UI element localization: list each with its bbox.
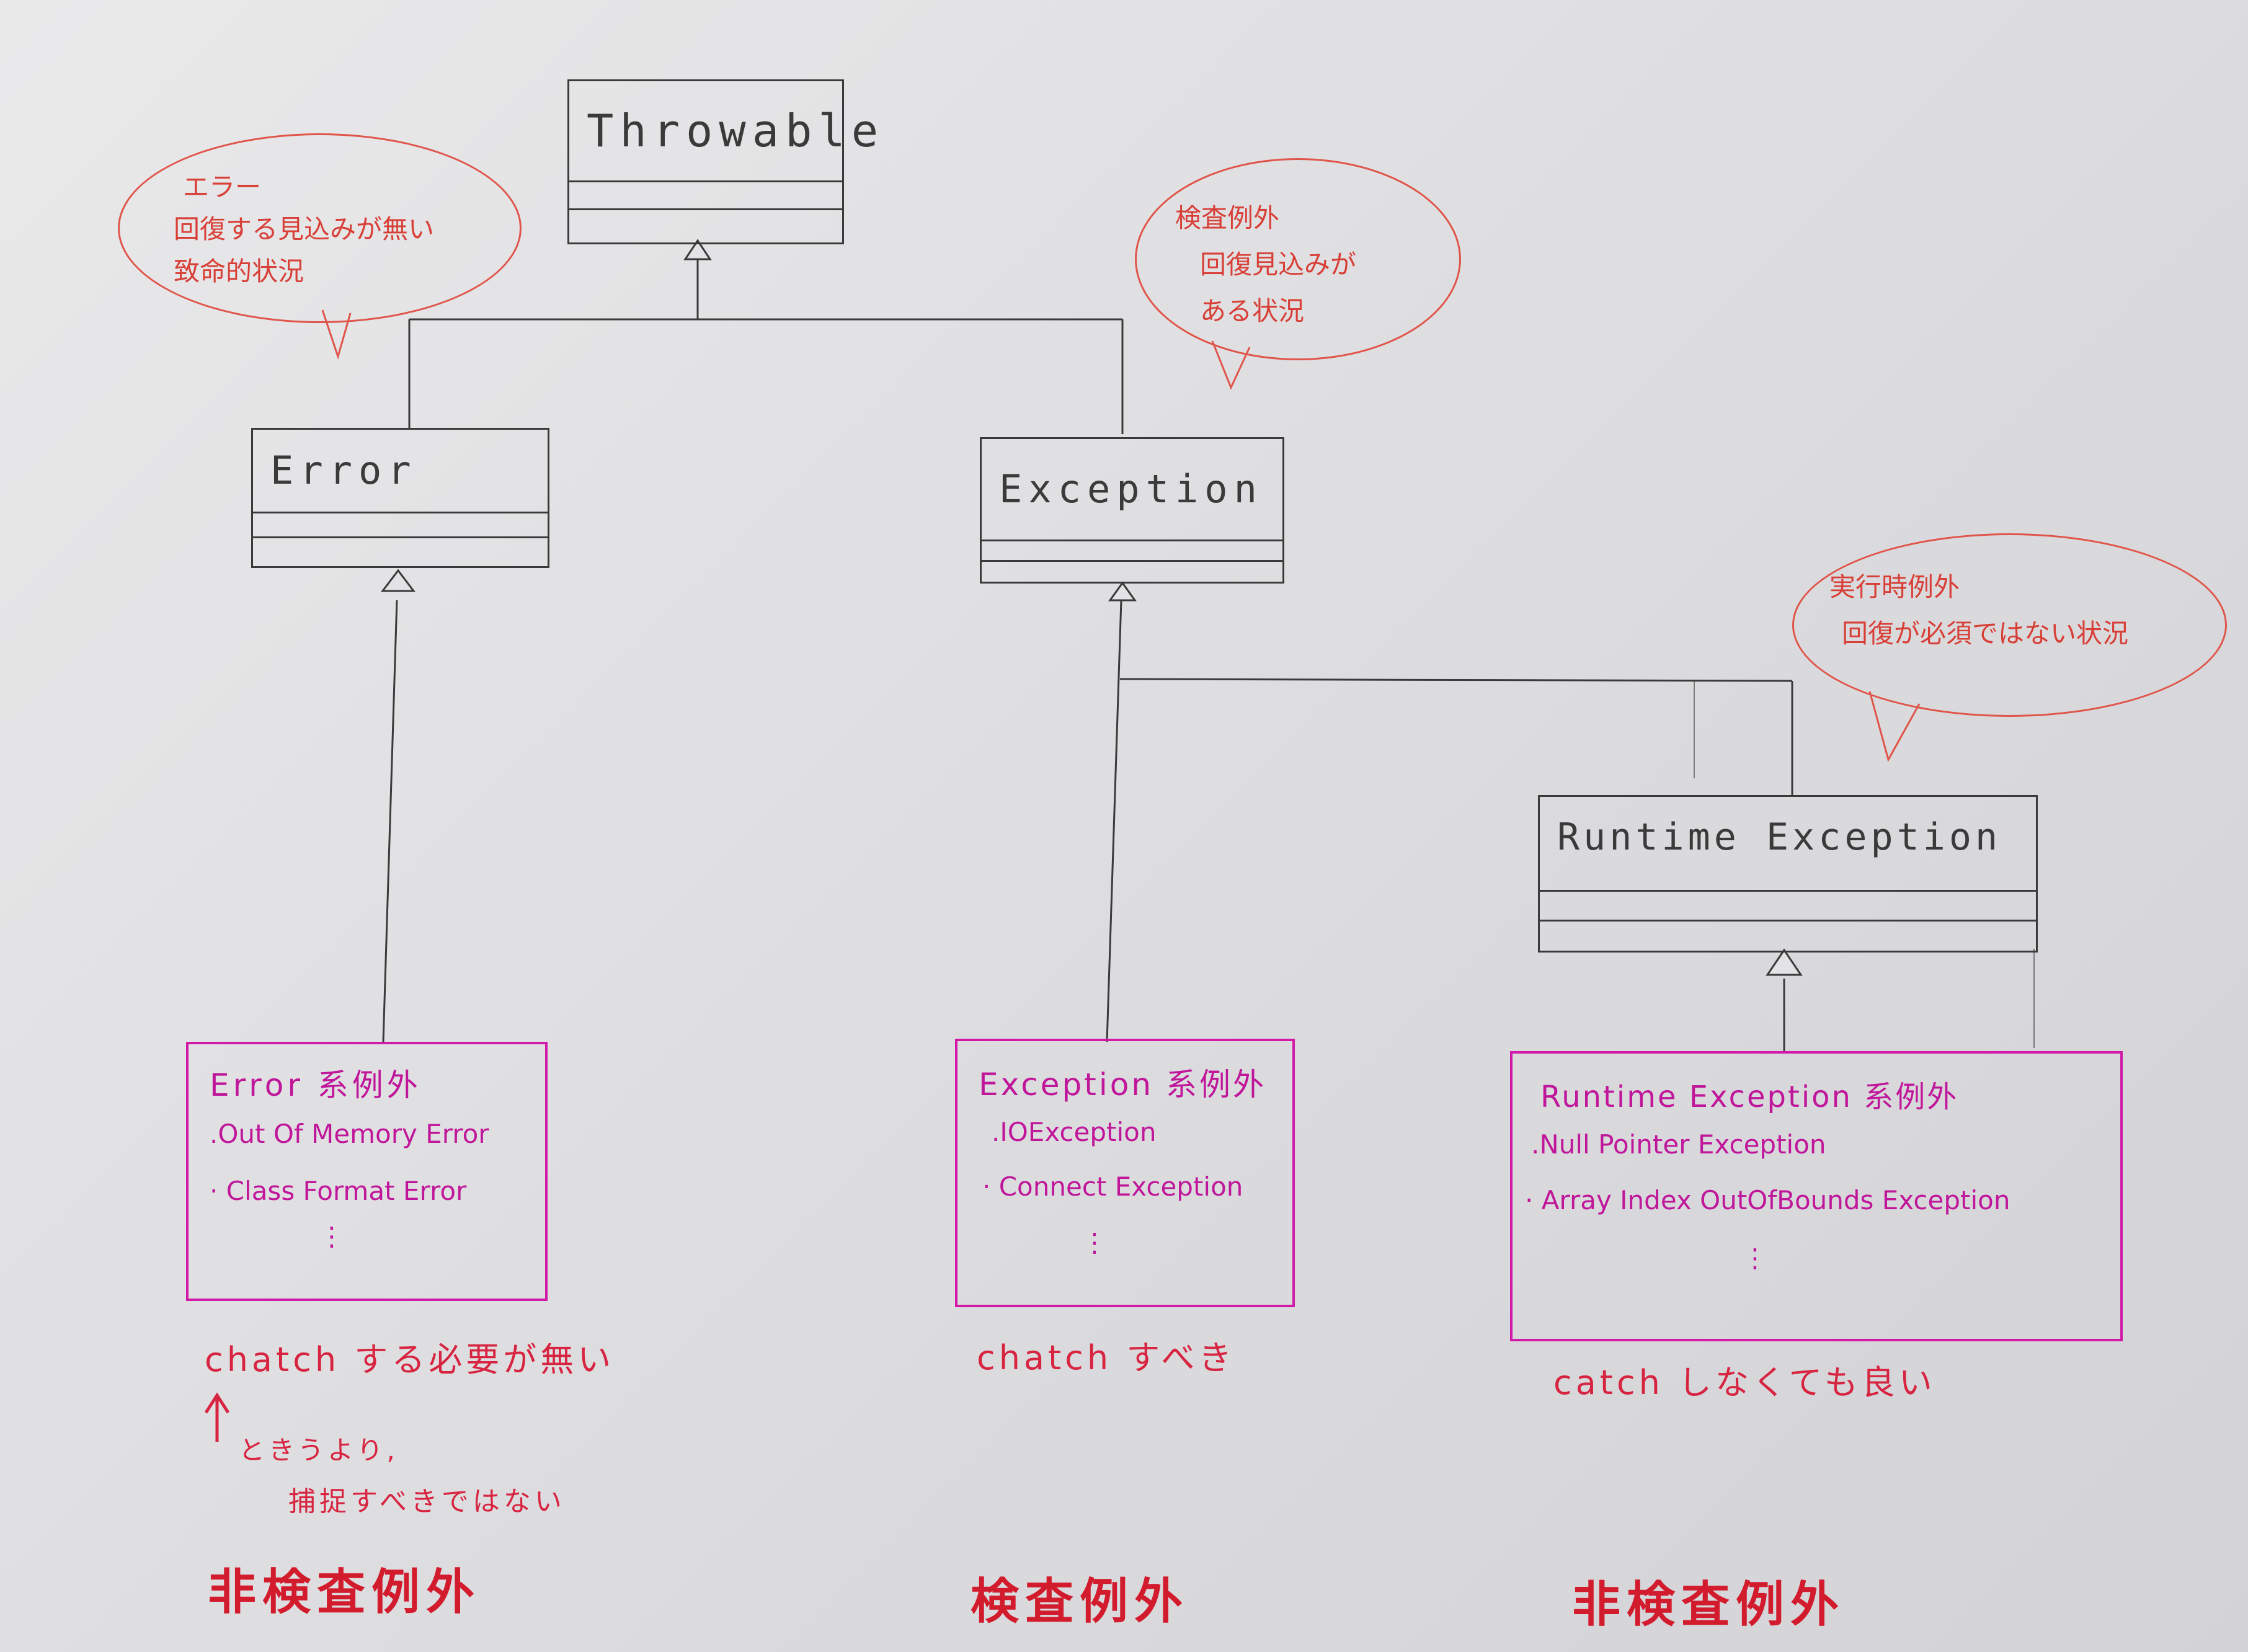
category-right: 非検査例外 (1572, 1577, 1846, 1633)
exception-arrowhead (1108, 581, 1137, 602)
bubble-runtime (1792, 533, 2227, 717)
category-middle: 検査例外 (971, 1574, 1189, 1630)
group-item: · Connect Exception (982, 1171, 1243, 1202)
group-item-ellipsis: ⋮ (1082, 1227, 1108, 1258)
note-error-sub2: 捕捉すべきではない (288, 1486, 566, 1517)
group-item-ellipsis: ⋮ (1742, 1243, 1768, 1273)
group-error: Error 系例外 .Out Of Memory Error · Class F… (186, 1042, 548, 1301)
class-divider (569, 208, 842, 210)
class-exception: Exception (980, 437, 1284, 584)
class-throwable: Throwable (567, 79, 885, 244)
bubble-error-line1: エラー (183, 172, 262, 202)
throwable-arrowhead (683, 239, 712, 260)
class-name: Exception (999, 466, 1263, 512)
group-exception: Exception 系例外 .IOException · Connect Exc… (955, 1039, 1295, 1307)
group-runtime: Runtime Exception 系例外 .Null Pointer Exce… (1510, 1051, 2123, 1341)
bubble-runtime-line1: 実行時例外 (1829, 572, 1960, 602)
group-item: .Null Pointer Exception (1531, 1129, 1826, 1160)
runtime-arrowhead (1766, 948, 1803, 976)
group-item-ellipsis: ⋮ (319, 1221, 345, 1251)
bubble-error-line3: 致命的状況 (174, 256, 304, 286)
bubble-checked-line2: 回復見込みが (1200, 249, 1357, 280)
note-error-sub1: ときうより, (239, 1435, 399, 1465)
bubble-checked-line1: 検査例外 (1175, 203, 1280, 233)
note-exception-catch: chatch すべき (977, 1338, 1236, 1377)
class-divider (982, 560, 1282, 562)
bubble-error-line2: 回復する見込みが無い (174, 214, 435, 244)
group-item: .Out Of Memory Error (210, 1119, 489, 1149)
note-error-catch: chatch する必要が無い (205, 1340, 615, 1379)
group-item: · Class Format Error (210, 1176, 467, 1206)
class-divider (1540, 920, 2036, 921)
class-divider (253, 536, 548, 538)
group-title: Runtime Exception 系例外 (1540, 1080, 1959, 1114)
bubble-checked-line3: ある状況 (1200, 296, 1305, 326)
class-divider (982, 540, 1282, 541)
class-divider (1540, 890, 2036, 892)
group-item: · Array Index OutOfBounds Exception (1525, 1185, 2010, 1215)
class-name: Error (270, 447, 417, 493)
class-divider (253, 512, 548, 513)
class-name: Throwable (587, 105, 885, 157)
bubble-error (118, 133, 522, 323)
group-title: Error 系例外 (210, 1067, 422, 1103)
class-runtime-exception: Runtime Exception (1538, 795, 2038, 953)
bubble-checked (1135, 158, 1461, 360)
note-runtime-catch: catch しなくても良い (1553, 1363, 1936, 1402)
class-name: Runtime Exception (1557, 815, 2002, 859)
group-title: Exception 系例外 (979, 1067, 1266, 1103)
error-arrowhead (380, 569, 416, 592)
category-left: 非検査例外 (208, 1565, 481, 1620)
bubble-runtime-line2: 回復が必須ではない状況 (1842, 618, 2129, 649)
class-divider (569, 180, 842, 182)
class-error: Error (251, 428, 549, 568)
group-item: .IOException (992, 1117, 1157, 1147)
